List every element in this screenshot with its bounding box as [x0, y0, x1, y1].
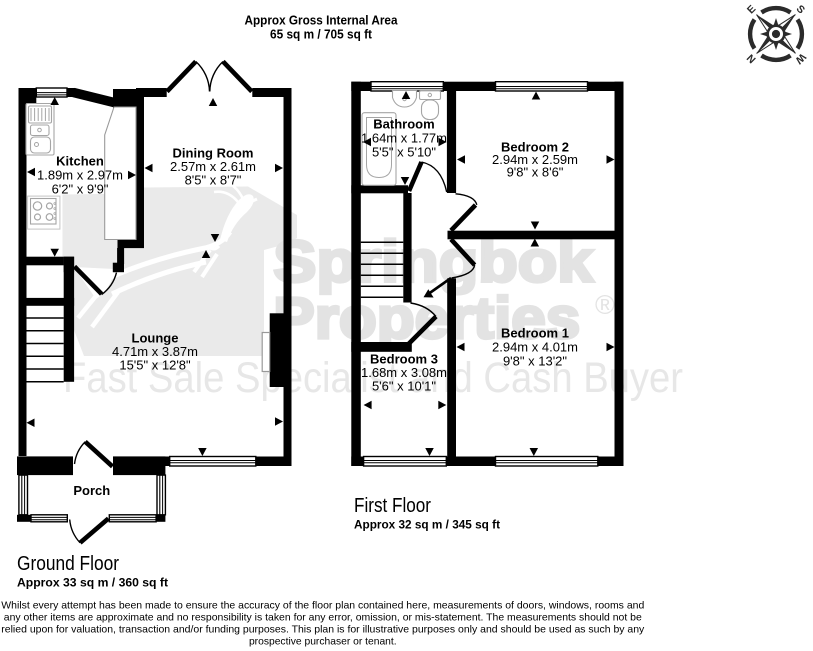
svg-text:9'8" x 13'2": 9'8" x 13'2" [503, 353, 567, 368]
svg-text:2.57m x 2.61m: 2.57m x 2.61m [170, 159, 256, 174]
svg-text:relied upon for valuation, tra: relied upon for valuation, transaction a… [1, 624, 645, 635]
svg-text:1.64m x 1.77m: 1.64m x 1.77m [361, 130, 447, 145]
svg-text:Dining Room: Dining Room [173, 145, 254, 160]
svg-text:15'5" x 12'8": 15'5" x 12'8" [119, 357, 191, 372]
svg-text:1.89m x 2.97m: 1.89m x 2.97m [37, 167, 123, 182]
svg-text:5'6" x 10'1": 5'6" x 10'1" [372, 379, 436, 394]
svg-text:2.94m x 4.01m: 2.94m x 4.01m [492, 339, 578, 354]
svg-text:Properties: Properties [273, 286, 580, 351]
svg-text:Kitchen: Kitchen [56, 153, 104, 168]
svg-text:First Floor: First Floor [354, 495, 431, 517]
svg-text:4.71m x 3.87m: 4.71m x 3.87m [112, 344, 198, 359]
svg-text:Approx 32 sq m / 345 sq ft: Approx 32 sq m / 345 sq ft [354, 518, 500, 532]
svg-text:8'5" x 8'7": 8'5" x 8'7" [185, 172, 242, 187]
svg-text:Bedroom 1: Bedroom 1 [501, 325, 569, 340]
svg-text:9'8" x 8'6": 9'8" x 8'6" [507, 164, 564, 179]
svg-text:Bedroom 2: Bedroom 2 [501, 139, 569, 154]
svg-text:Ground Floor: Ground Floor [17, 553, 119, 575]
svg-text:any other items are approximat: any other items are approximate and no r… [4, 612, 642, 623]
svg-text:1.68m x 3.08m: 1.68m x 3.08m [361, 365, 447, 380]
svg-text:65 sq m / 705 sq ft: 65 sq m / 705 sq ft [270, 26, 373, 41]
svg-text:Whilst every attempt has been: Whilst every attempt has been made to en… [1, 601, 644, 612]
svg-text:6'2" x 9'9": 6'2" x 9'9" [52, 181, 109, 196]
svg-text:S: S [794, 3, 807, 16]
svg-text:Porch: Porch [73, 483, 110, 498]
svg-text:Bathroom: Bathroom [373, 116, 434, 131]
svg-text:prospective purchaser or tenan: prospective purchaser or tenant. [249, 636, 397, 647]
svg-text:Approx 33 sq m / 360 sq ft: Approx 33 sq m / 360 sq ft [17, 576, 168, 590]
svg-text:2.94m x 2.59m: 2.94m x 2.59m [492, 152, 578, 167]
svg-text:Approx Gross Internal Area: Approx Gross Internal Area [245, 13, 399, 28]
svg-text:®: ® [595, 290, 615, 320]
svg-text:Lounge: Lounge [132, 330, 179, 345]
svg-text:Fast Sale Specialist and Cash: Fast Sale Specialist and Cash Buyer [63, 354, 683, 402]
svg-text:Bedroom 3: Bedroom 3 [370, 351, 438, 366]
svg-text:E: E [745, 3, 758, 16]
svg-text:N: N [745, 51, 759, 65]
svg-text:5'5" x 5'10": 5'5" x 5'10" [372, 144, 436, 159]
